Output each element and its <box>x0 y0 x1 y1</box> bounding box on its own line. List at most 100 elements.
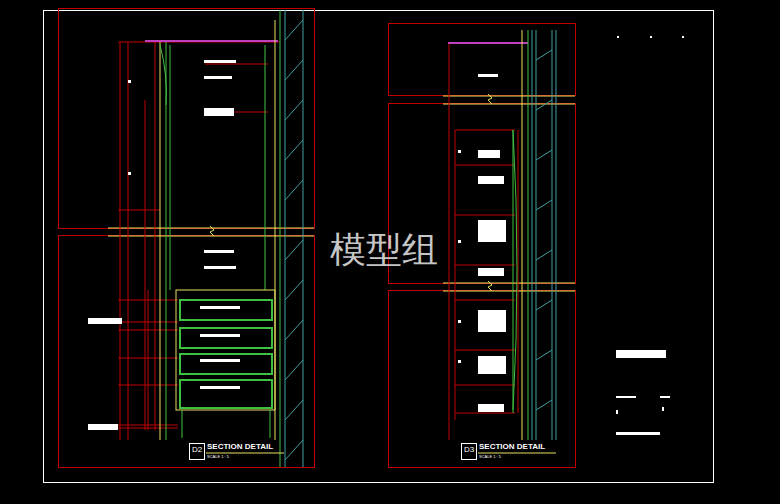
title-underline <box>206 453 556 454</box>
note-text-block <box>88 36 684 435</box>
note-text-block <box>458 360 461 363</box>
cabinet-outline <box>180 380 272 408</box>
dimension-line <box>455 165 515 166</box>
dimension-line <box>455 350 515 351</box>
view-title: SECTION DETAIL <box>479 443 545 451</box>
break-line <box>443 291 575 292</box>
view-frame <box>59 9 576 468</box>
dimension-line <box>455 130 515 131</box>
wall-hatch <box>556 30 557 440</box>
break-line <box>210 226 214 236</box>
wall-hatch <box>532 30 533 440</box>
cabinet-outline <box>182 410 183 438</box>
dimension-line <box>145 100 146 430</box>
wall-hatch <box>285 10 556 467</box>
view-number: D3 <box>464 446 474 454</box>
cabinet-outline <box>180 300 272 320</box>
note-text-block <box>660 396 670 398</box>
wall-hatch <box>536 50 552 410</box>
cabinet-outline <box>448 42 528 44</box>
title-underline <box>478 453 556 454</box>
dimension-line <box>148 290 149 430</box>
wall-hatch <box>303 10 304 467</box>
note-text-block <box>204 266 236 269</box>
sheet-border <box>44 11 714 483</box>
note-text-block <box>616 432 660 435</box>
note-text-block <box>204 108 234 116</box>
break-line <box>488 94 492 104</box>
cabinet-outline <box>145 10 528 467</box>
dimension-line <box>128 42 129 440</box>
note-text-block <box>478 74 498 77</box>
title-mark <box>190 444 205 460</box>
dimension-line <box>205 64 268 65</box>
dimension-line <box>118 210 160 211</box>
note-text-block <box>204 250 234 253</box>
note-text-block <box>458 320 461 323</box>
break-line <box>443 283 575 284</box>
cabinet-outline <box>280 10 281 467</box>
wall-hatch <box>285 20 303 460</box>
sheet-border <box>44 11 714 483</box>
note-text-block <box>478 356 506 374</box>
dimension-line <box>455 130 456 420</box>
dimension-line <box>118 358 178 359</box>
dimension-line <box>155 42 156 430</box>
note-text-block <box>616 350 666 358</box>
cabinet-outline <box>170 45 171 290</box>
note-text-block <box>662 407 664 411</box>
note-text-block <box>88 424 118 430</box>
note-text-block <box>200 386 240 389</box>
note-text-block <box>128 80 131 83</box>
dimension-line <box>118 330 178 331</box>
note-text-block <box>478 176 504 184</box>
break-line <box>108 236 314 237</box>
dimension-line <box>455 265 515 266</box>
note-text-block <box>478 268 504 276</box>
view-number: D2 <box>192 446 202 454</box>
wall-hatch <box>536 30 537 440</box>
break-line <box>488 281 492 291</box>
cabinet-outline <box>518 130 519 413</box>
note-text-block <box>88 318 122 324</box>
dimension-line <box>449 42 450 440</box>
cabinet-outline <box>176 290 275 410</box>
view-scale: SCALE 1 : 5 <box>479 455 501 459</box>
cabinet-outline <box>160 42 161 440</box>
note-text-block <box>204 76 232 79</box>
break-line <box>108 94 575 291</box>
cabinet-outline <box>528 30 529 440</box>
title-mark <box>462 444 477 460</box>
cabinet-outline <box>180 328 272 348</box>
cabinet-outline <box>522 30 523 440</box>
note-text-block <box>478 220 506 242</box>
note-text-block <box>200 334 240 337</box>
cabinet-outline <box>513 130 514 413</box>
cabinet-outline <box>265 45 266 290</box>
title-underline <box>206 453 284 454</box>
dimension-line <box>455 413 515 414</box>
view-scale: SCALE 1 : 5 <box>207 455 229 459</box>
dimension-line <box>455 385 515 386</box>
watermark: 模型组 <box>330 232 438 268</box>
dimension-line <box>118 385 178 386</box>
cabinet-outline <box>270 410 271 438</box>
note-text-block <box>128 172 131 175</box>
note-text-block <box>650 36 652 38</box>
break-line <box>443 96 575 97</box>
cabinet-outline <box>180 354 272 374</box>
cabinet-outline <box>145 40 278 42</box>
view-frame <box>59 9 315 229</box>
view-title: SECTION DETAIL <box>207 443 273 451</box>
note-text-block <box>617 36 619 38</box>
note-text-block <box>616 396 636 398</box>
cabinet-outline <box>513 130 517 410</box>
title-mark <box>190 444 477 460</box>
note-text-block <box>458 240 461 243</box>
dimension-line <box>455 215 515 216</box>
wall-hatch <box>552 30 553 440</box>
note-text-block <box>682 36 684 38</box>
note-text-block <box>478 310 506 332</box>
dimension-line <box>118 425 178 426</box>
